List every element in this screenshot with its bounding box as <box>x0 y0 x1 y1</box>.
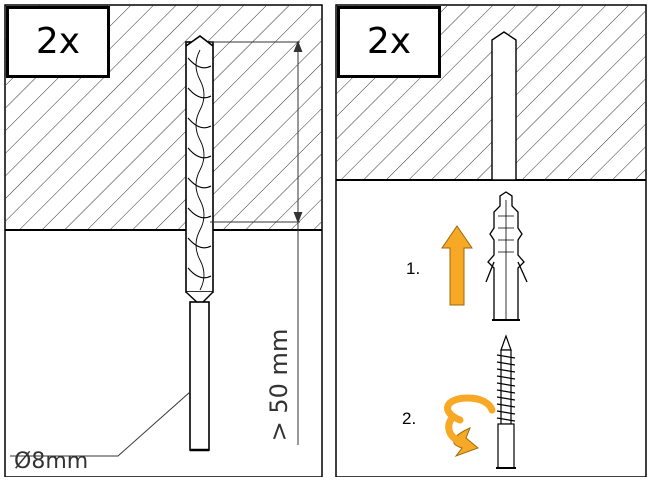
push-up-arrow-icon <box>441 225 473 306</box>
right-panel <box>335 4 647 478</box>
step-2-label: 2. <box>402 409 417 428</box>
depth-dimension <box>210 40 303 445</box>
quantity-badge-right: 2x <box>337 6 441 78</box>
depth-dimension-label: > 50 mm <box>265 328 293 442</box>
rotate-arrow-icon <box>444 394 496 458</box>
step-1-label: 1. <box>406 259 421 278</box>
quantity-badge-left: 2x <box>6 6 110 78</box>
drill-bit <box>185 35 214 452</box>
drilled-hole <box>491 31 517 181</box>
screw <box>496 334 516 469</box>
wall-plug <box>485 191 528 321</box>
diameter-label: Ø8mm <box>14 449 89 474</box>
diameter-leader-line <box>10 391 191 457</box>
